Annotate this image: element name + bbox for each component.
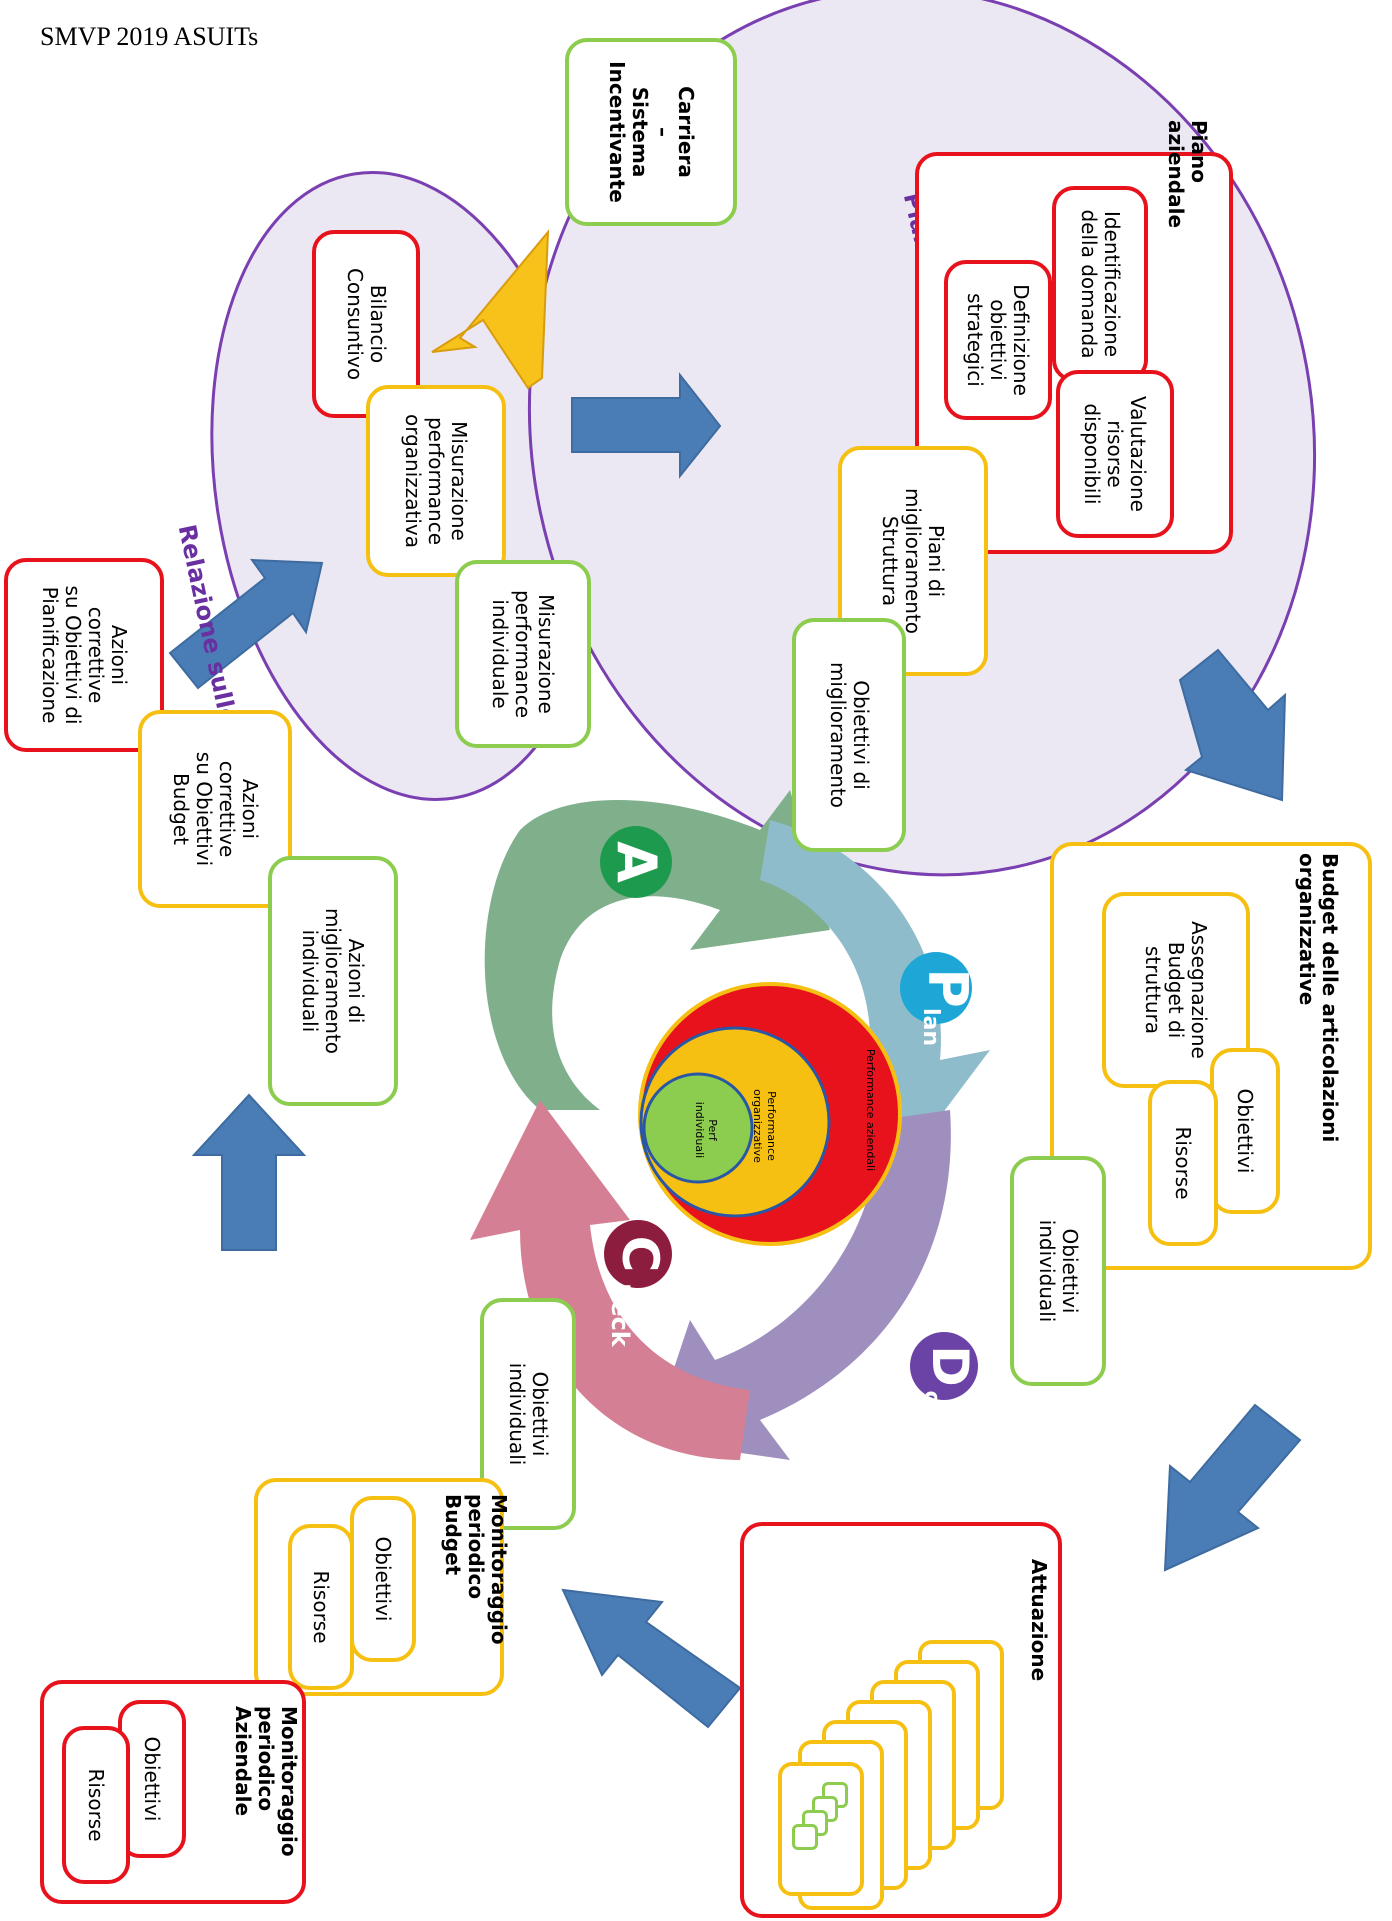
check-segment — [470, 1100, 750, 1460]
document-header: SMVP 2019 ASUITs — [40, 22, 259, 51]
definizione-text: Definizione obiettivi strategici — [963, 284, 1034, 396]
mon-budget-risorse-text: Risorse — [309, 1570, 334, 1644]
piano-aziendale-title: Piano aziendale — [1164, 120, 1211, 229]
mon-az-risorse-text: Risorse — [84, 1768, 109, 1842]
ring-inner-label: Perf individuali — [693, 1101, 719, 1159]
do-letter-small: o — [919, 1390, 944, 1406]
budget-obiettivi-box — [1210, 1048, 1280, 1214]
mon-budget-risorse-box — [288, 1524, 354, 1690]
budget-obiettivi-text: Obiettivi — [1233, 1088, 1258, 1174]
misurazione-org-text: Misurazione performance organizzativa — [401, 413, 472, 549]
check-circle — [604, 1220, 672, 1288]
obiettivi-individuali-right-box — [1010, 1156, 1106, 1386]
budget-risorse-box — [1148, 1080, 1218, 1246]
valutazione-box — [1056, 370, 1174, 538]
identificazione-box — [1052, 186, 1148, 382]
arrow-to-carriera — [431, 229, 550, 390]
mon-budget-title: Monitoraggio periodico Budget — [441, 1494, 511, 1645]
attuazione-mini — [792, 1824, 818, 1850]
act-segment — [484, 790, 830, 1110]
arrow-piano-to-budget — [1178, 648, 1287, 802]
misurazione-org-box — [366, 385, 506, 577]
obiettivi-miglioramento-text: Obiettivi di miglioramento — [826, 661, 873, 809]
arrow-azioni-to-relazione — [168, 558, 324, 690]
plan-letter-small: lan — [918, 1007, 943, 1047]
mon-budget-obiettivi-box — [350, 1496, 416, 1662]
ring-middle-label: Performance organizzative — [751, 1089, 778, 1163]
azioni-pianificazione-box — [4, 558, 164, 752]
carriera-box — [565, 38, 737, 226]
carriera-text: Carriera – Sistema Incentivante — [605, 61, 698, 203]
identificazione-text: Identificazione della domanda — [1077, 209, 1124, 359]
budget-title: Budget delle articolazioni organizzative — [1295, 853, 1342, 1143]
azioni-budget-box — [138, 710, 292, 908]
arrow-up-to-azioni — [191, 1093, 307, 1251]
pdca-cycle — [470, 790, 990, 1460]
ring-outer-label: Performance aziendali — [864, 1048, 877, 1172]
obiettivi-individuali-right-text: Obiettivi individuali — [1035, 1219, 1082, 1323]
act-letter: A — [605, 841, 668, 883]
ring-inner — [642, 1072, 754, 1184]
obiettivi-miglioramento-box — [792, 618, 906, 852]
misurazione-ind-box — [455, 560, 591, 748]
definizione-box — [944, 260, 1052, 420]
misurazione-ind-text: Misurazione performance individuale — [488, 589, 559, 719]
mon-budget-obiettivi-text: Obiettivi — [371, 1536, 396, 1622]
valutazione-text: Valutazione risorse disponibili — [1080, 396, 1151, 512]
attuazione-title: Attuazione — [1027, 1558, 1051, 1682]
act-circle — [600, 826, 672, 898]
budget-risorse-text: Risorse — [1171, 1126, 1196, 1200]
plan-segment — [760, 820, 990, 1170]
azioni-individuali-text: Azioni di miglioramento individuali — [298, 907, 369, 1055]
do-circle — [910, 1332, 978, 1400]
arrow-attuazione-to-monitoraggio — [561, 1588, 742, 1729]
do-segment — [650, 1110, 951, 1460]
plan-circle — [900, 952, 972, 1024]
mon-az-risorse-box — [62, 1726, 130, 1884]
arrow-relazione-to-piano — [571, 372, 722, 479]
azioni-individuali-box — [268, 856, 398, 1106]
act-letter-small: ct — [612, 899, 637, 923]
arrow-budget-to-attuazione — [1163, 1403, 1302, 1572]
mon-az-title: Monitoraggio periodico Aziendale — [231, 1706, 301, 1857]
check-letter-small: heck — [606, 1283, 634, 1347]
